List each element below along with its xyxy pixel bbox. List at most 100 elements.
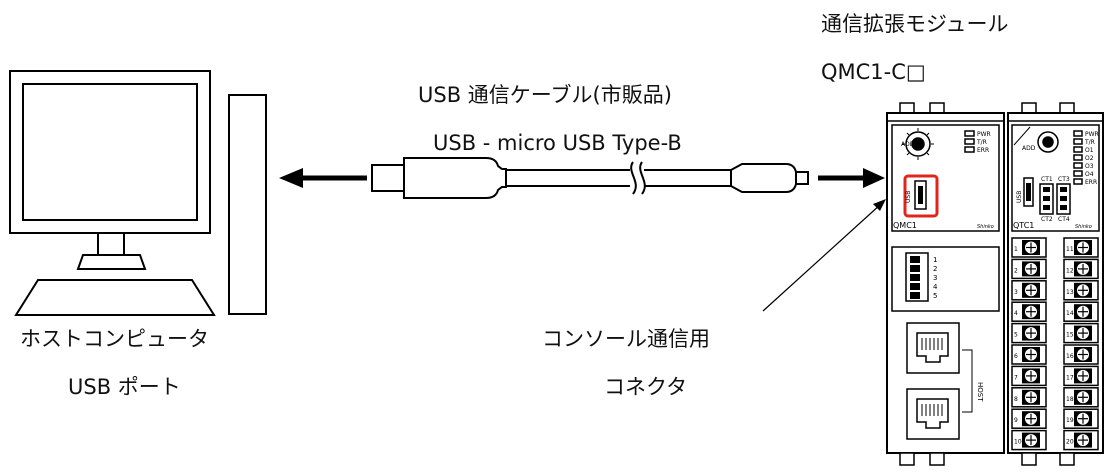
connector-name: コンソール通信用 xyxy=(542,327,710,351)
qtc1-markings: ADD PWR T/R O1 O2 O3 O4 ERR CT1 CT3 CT2 … xyxy=(1013,131,1099,230)
left-arrow xyxy=(279,168,367,188)
connector-pointer-head xyxy=(873,199,886,211)
terminal-16-label: 16 xyxy=(1066,353,1074,360)
qmc-brand-label: Shinko xyxy=(977,224,994,230)
terminal-14-label: 14 xyxy=(1066,310,1074,317)
terminal-5: 5 xyxy=(1011,322,1047,344)
pin-1-label: 1 xyxy=(933,256,937,264)
qtc-led-o3-label: O3 xyxy=(1085,163,1094,170)
monitor-outer xyxy=(9,70,211,234)
qmc1-markings: ADD PWR T/R ERR USB QMC1 Shinko 1 2 3 4 … xyxy=(893,131,994,402)
terminal-1-label: 1 xyxy=(1014,246,1018,253)
terminal-16: 16 xyxy=(1063,344,1099,365)
usb-port-label: USB xyxy=(905,191,912,203)
monitor-screen xyxy=(22,83,198,221)
usb-a-plug xyxy=(371,164,405,192)
module-model: QMC1-C□ xyxy=(821,60,926,84)
qtc-led-o2-label: O2 xyxy=(1085,155,1094,162)
terminal-8-label: 8 xyxy=(1014,396,1018,403)
qtc-usb-label: USB xyxy=(1016,191,1023,203)
pin-2-label: 2 xyxy=(933,265,937,273)
host-name: ホストコンピュータ xyxy=(20,327,209,351)
terminal-9: 9 xyxy=(1011,408,1047,429)
terminal-19: 19 xyxy=(1063,408,1099,429)
terminal-19-label: 19 xyxy=(1066,417,1074,424)
terminal-9-label: 9 xyxy=(1014,417,1018,424)
ct3-label: CT3 xyxy=(1058,176,1070,183)
terminal-7-label: 7 xyxy=(1014,374,1018,381)
connector-sub: コネクタ xyxy=(604,375,688,399)
terminal-1: 1 xyxy=(1011,237,1047,258)
terminal-18-label: 18 xyxy=(1066,396,1074,403)
terminal-8: 8 xyxy=(1011,387,1047,408)
terminal-17: 17 xyxy=(1063,365,1099,387)
terminal-2: 2 xyxy=(1011,258,1047,280)
terminal-2-label: 2 xyxy=(1014,267,1018,274)
cable-name: USB 通信ケーブル(市販品) xyxy=(418,83,672,107)
pc-tower xyxy=(228,94,267,315)
qtc-led-o4-label: O4 xyxy=(1085,171,1094,178)
pin-3-label: 3 xyxy=(933,274,937,282)
qtc-led-o1-label: O1 xyxy=(1085,147,1094,154)
terminal-10: 10 xyxy=(1011,429,1047,451)
qtc-brand-label: Shinko xyxy=(1075,224,1092,230)
usb-a-body xyxy=(403,157,507,199)
address-switch xyxy=(905,131,931,157)
terminal-12-label: 12 xyxy=(1066,267,1074,274)
terminal-13: 13 xyxy=(1063,280,1099,301)
led-tr-label: T/R xyxy=(976,139,987,146)
right-arrow xyxy=(818,168,885,188)
qmc1-module xyxy=(886,102,1005,466)
terminal-6-label: 6 xyxy=(1014,353,1018,360)
terminal-18: 18 xyxy=(1063,387,1099,408)
ct4-label: CT4 xyxy=(1058,216,1070,223)
ct1-label: CT1 xyxy=(1041,176,1053,183)
rj45-port-1 xyxy=(906,322,960,374)
terminal-17-label: 17 xyxy=(1066,374,1074,381)
cable-type: USB - micro USB Type-B xyxy=(433,131,682,155)
terminal-7: 7 xyxy=(1011,365,1047,387)
terminal-14: 14 xyxy=(1063,301,1099,322)
terminal-4: 4 xyxy=(1011,301,1047,322)
terminal-15-label: 15 xyxy=(1066,332,1074,339)
terminal-6: 6 xyxy=(1011,344,1047,365)
connector-pointer-line xyxy=(762,203,882,312)
terminal-11-label: 11 xyxy=(1066,246,1074,253)
qtc-led-err-label: ERR xyxy=(1085,179,1097,186)
qtc-model-label: QTC1 xyxy=(1013,221,1034,230)
keyboard xyxy=(14,279,216,316)
pin-4-label: 4 xyxy=(933,283,938,291)
cable-wire xyxy=(505,169,732,187)
terminal-20: 20 xyxy=(1063,429,1099,451)
module-title: 通信拡張モジュール xyxy=(821,12,1009,36)
monitor-stand xyxy=(76,254,147,270)
qtc-led-pwr-label: PWR xyxy=(1085,131,1099,138)
qmc-model-label: QMC1 xyxy=(893,221,917,230)
terminal-11: 11 xyxy=(1063,237,1099,258)
micro-usb-plug xyxy=(795,171,809,185)
monitor-neck xyxy=(97,232,125,256)
qtc-led-tr-label: T/R xyxy=(1084,139,1095,146)
host-computer-icon xyxy=(9,70,267,316)
led-pwr-label: PWR xyxy=(977,131,991,138)
terminal-4-label: 4 xyxy=(1014,310,1018,317)
terminal-12: 12 xyxy=(1063,258,1099,280)
terminal-13-label: 13 xyxy=(1066,289,1074,296)
terminal-15: 15 xyxy=(1063,322,1099,344)
addr-label: ADD xyxy=(901,141,915,148)
led-err-label: ERR xyxy=(977,147,989,154)
cable-break xyxy=(630,161,646,195)
host-port-label: HOST xyxy=(976,382,984,402)
terminal-10-label: 10 xyxy=(1014,439,1022,446)
terminal-20-label: 20 xyxy=(1066,439,1074,446)
usb-port-highlight xyxy=(903,174,939,218)
pin-5-label: 5 xyxy=(933,292,937,300)
terminal-3: 3 xyxy=(1011,280,1047,301)
terminal-5-label: 5 xyxy=(1014,332,1018,339)
qtc-addr-label: ADD xyxy=(1022,145,1036,152)
micro-usb-body xyxy=(730,163,797,193)
ct2-label: CT2 xyxy=(1041,216,1053,223)
terminal-3-label: 3 xyxy=(1014,289,1018,296)
